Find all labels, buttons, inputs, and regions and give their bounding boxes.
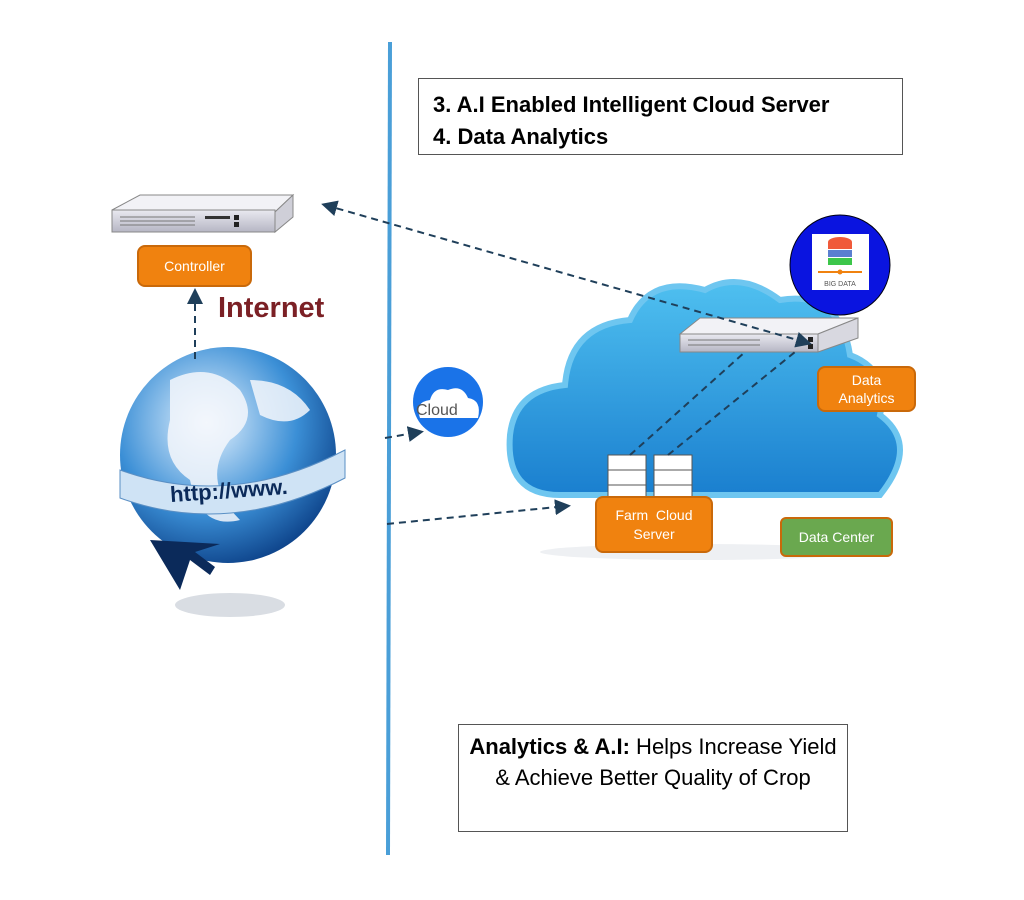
header-box: 3. A.I Enabled Intelligent Cloud Server … [418, 78, 903, 155]
cloud-server-icon [678, 317, 859, 353]
big-data-icon: BIG DATA [789, 214, 891, 316]
controller-label: Controller [137, 245, 252, 287]
arrow-controller-cloud-server [321, 200, 812, 348]
link-rack1-server [629, 351, 746, 456]
data-analytics-label: Data Analytics [817, 366, 916, 412]
link-rack2-server [667, 351, 796, 456]
big-data-text: BIG DATA [824, 281, 856, 288]
controller-server-icon [111, 193, 295, 234]
footer-text: Helps Increase Yield & Achieve Better Qu… [495, 734, 837, 790]
connection-arrows [187, 200, 812, 525]
farm-cloud-server-label: Farm Cloud Server [595, 496, 713, 553]
header-line-1: 3. A.I Enabled Intelligent Cloud Server [433, 92, 830, 117]
footer-bold: Analytics & A.I: [469, 734, 630, 759]
cloud-icon-label: Cloud [416, 402, 458, 419]
globe-icon [119, 347, 346, 617]
farm-server-racks-icon [607, 454, 693, 501]
cloud-icon [418, 388, 479, 418]
header-line-2: 4. Data Analytics [433, 124, 609, 149]
divider-line [386, 41, 392, 856]
arrow-globe-cloud [384, 426, 424, 442]
internet-label: Internet [218, 292, 325, 324]
footer-box: Analytics & A.I: Helps Increase Yield & … [458, 724, 848, 832]
arrow-globe-farm-server [386, 499, 571, 525]
data-center-label: Data Center [780, 517, 893, 557]
